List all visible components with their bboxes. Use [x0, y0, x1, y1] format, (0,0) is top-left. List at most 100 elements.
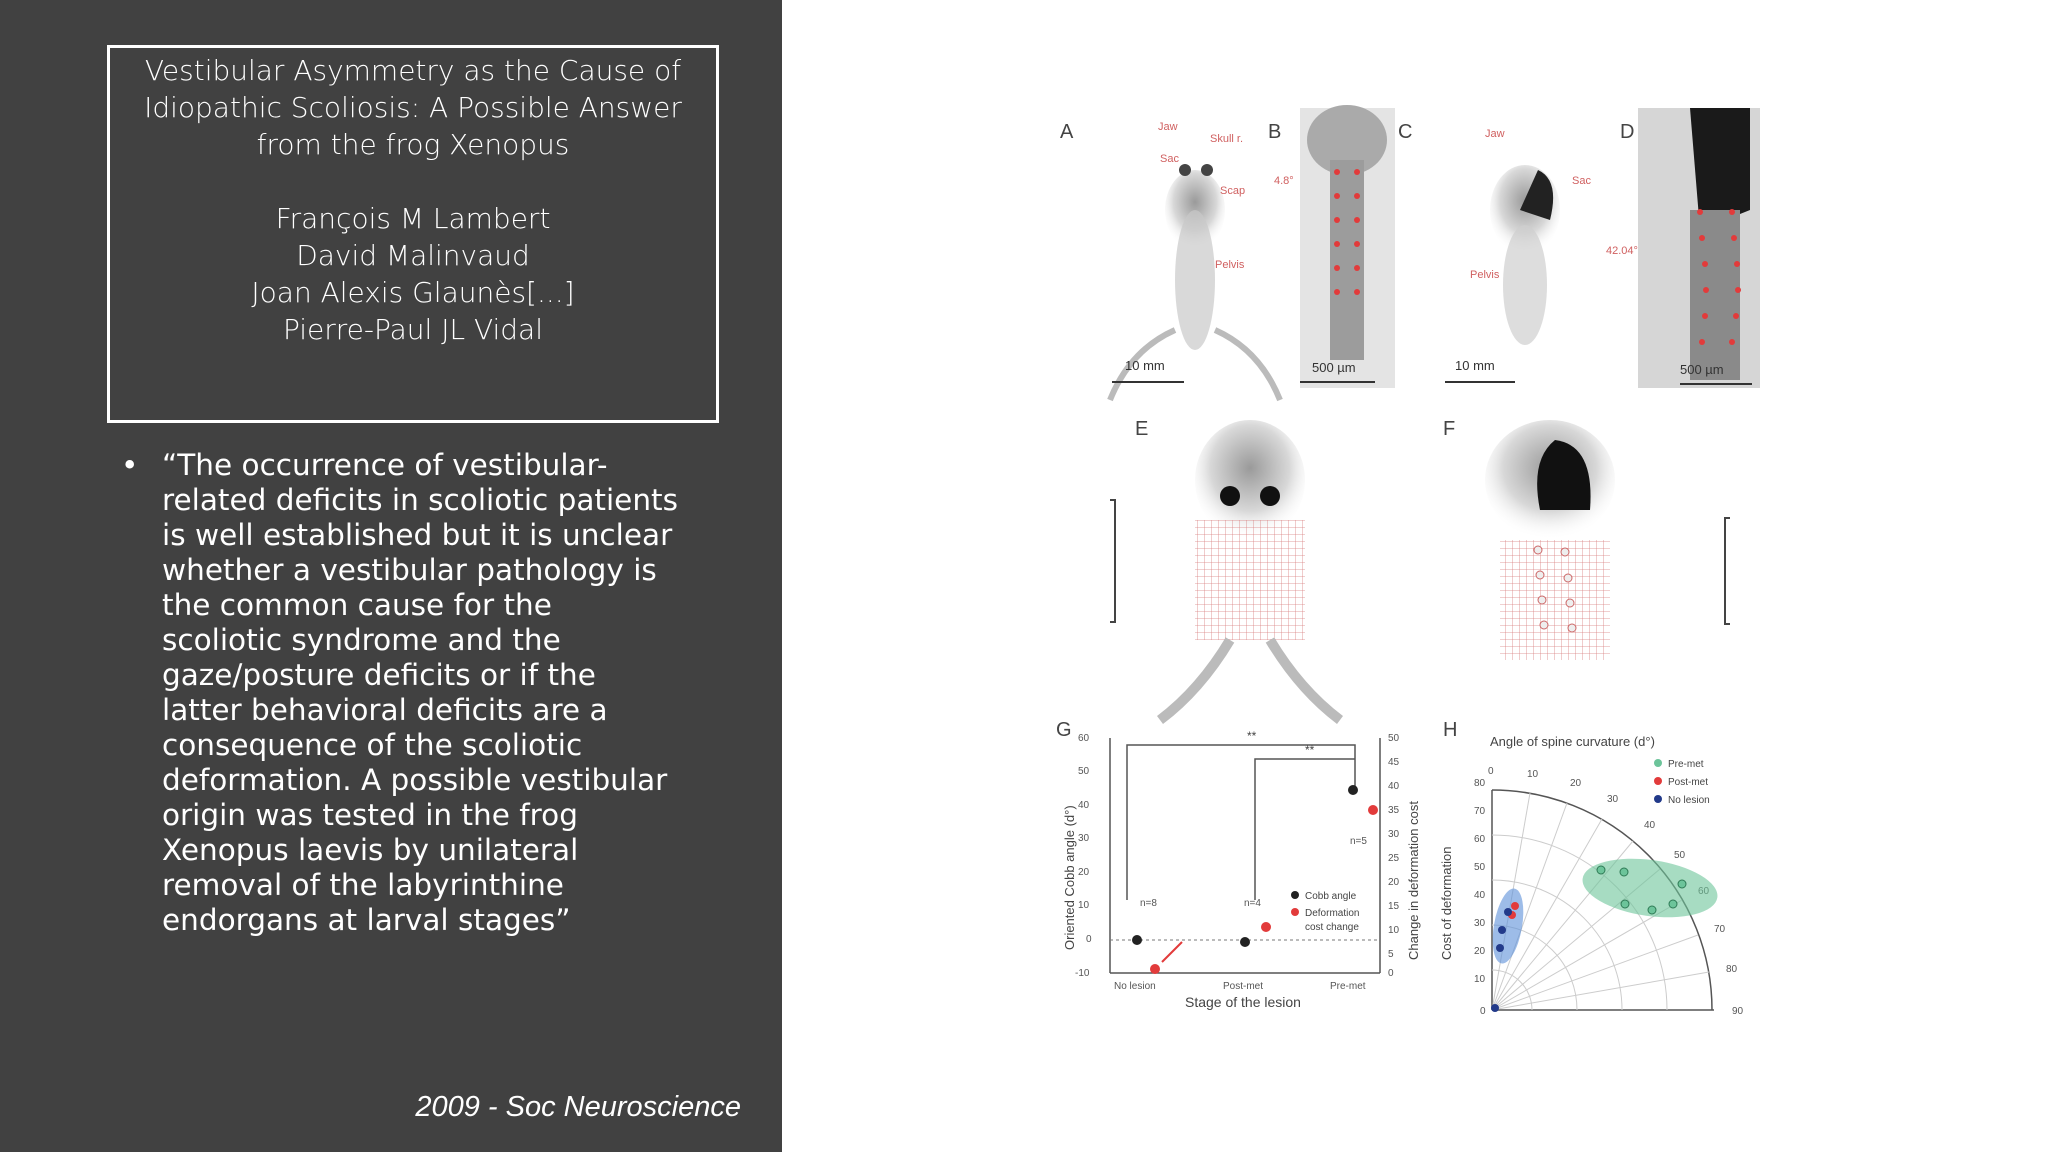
label-scap: Scap [1220, 185, 1245, 197]
h-angle: 20 [1570, 778, 1582, 789]
h-legend: No lesion [1668, 795, 1710, 806]
h-legend: Pre-met [1668, 759, 1704, 770]
g-ytick: 40 [1078, 800, 1090, 811]
h-ylabel: Cost of deformation [1439, 847, 1454, 960]
g-ytick: -10 [1075, 968, 1090, 979]
citation: 2009 - Soc Neuroscience [415, 1091, 741, 1123]
panel-e-grid-image [1110, 420, 1344, 724]
panel-a-frog-image: Jaw Skull r. Sac Scap Pelvis 10 mm [1107, 121, 1283, 402]
panel-c-frog-image: Jaw Sac Pelvis 10 mm [1445, 128, 1591, 383]
h-rtick: 20 [1474, 946, 1486, 957]
g-legend: cost change [1305, 922, 1359, 933]
g-rtick: 15 [1388, 901, 1400, 912]
author-line: Pierre-Paul JL Vidal [282, 313, 543, 346]
label-pelvis: Pelvis [1215, 259, 1245, 271]
g-rtick: 10 [1388, 925, 1400, 936]
title-line: Vestibular Asymmetry as the Cause of [144, 54, 682, 87]
panel-b-spine-image: 4.8° 500 µm [1274, 105, 1395, 388]
panel-label-c: C [1398, 121, 1412, 143]
h-angle: 90 [1732, 1006, 1744, 1017]
author-line: David Malinvaud [296, 239, 530, 272]
g-ytick: 10 [1078, 900, 1090, 911]
angle-b: 4.8° [1274, 175, 1294, 187]
title-line: from the frog Xenopus [256, 128, 570, 161]
spacer [110, 163, 716, 200]
g-rtick: 40 [1388, 781, 1400, 792]
title-line: Idiopathic Scoliosis: A Possible Answer [144, 91, 682, 124]
g-ylabel-left: Oriented Cobb angle (d°) [1062, 805, 1077, 950]
h-angle: 0 [1488, 766, 1494, 777]
g-rtick: 25 [1388, 853, 1400, 864]
scale-bar-a: 10 mm [1125, 358, 1165, 373]
label-jaw: Jaw [1158, 121, 1178, 133]
g-ylabel-right: Change in deformation cost [1406, 801, 1421, 960]
g-xtick: Post-met [1223, 981, 1263, 992]
label-jaw-c: Jaw [1485, 128, 1505, 140]
n-label: n=8 [1140, 898, 1157, 909]
scale-bar-b: 500 µm [1312, 360, 1356, 375]
g-rtick: 5 [1388, 949, 1394, 960]
panel-label-b: B [1268, 121, 1281, 143]
h-rtick: 60 [1474, 834, 1486, 845]
h-rtick: 50 [1474, 862, 1486, 873]
sig-mark: ** [1247, 729, 1257, 743]
g-ytick: 20 [1078, 867, 1090, 878]
panel-d-spine-image: 42.04° 500 µm [1606, 108, 1760, 388]
scale-bar-d: 500 µm [1680, 362, 1724, 377]
title-box: Vestibular Asymmetry as the Cause of Idi… [107, 45, 719, 423]
h-angle: 50 [1674, 850, 1686, 861]
panel-h-chart: Angle of spine curvature (d°) 0 10 20 30 [1439, 734, 1744, 1017]
quote-block: • “The occurrence of vestibular-related … [121, 448, 681, 938]
panel-label-f: F [1443, 418, 1455, 440]
g-rtick: 35 [1388, 805, 1400, 816]
g-legend: Cobb angle [1305, 891, 1357, 902]
g-legend: Deformation [1305, 908, 1359, 919]
g-rtick: 0 [1388, 968, 1394, 979]
g-ytick: 60 [1078, 733, 1090, 744]
n-label: n=4 [1244, 898, 1261, 909]
g-xlabel: Stage of the lesion [1185, 994, 1301, 1010]
label-sac: Sac [1160, 153, 1179, 165]
panel-f-grid-image [1485, 420, 1730, 660]
h-angle: 10 [1527, 769, 1539, 780]
h-rtick: 70 [1474, 806, 1486, 817]
h-title: Angle of spine curvature (d°) [1490, 734, 1655, 749]
panel-label-d: D [1620, 121, 1634, 143]
h-rtick: 30 [1474, 918, 1486, 929]
g-ytick: 30 [1078, 833, 1090, 844]
author-line: Joan Alexis Glaunès[...] [251, 276, 575, 309]
h-angle: 40 [1644, 820, 1656, 831]
n-label: n=5 [1350, 836, 1367, 847]
g-rtick: 30 [1388, 829, 1400, 840]
h-rtick: 40 [1474, 890, 1486, 901]
panel-label-e: E [1135, 418, 1148, 440]
g-rtick: 50 [1388, 733, 1400, 744]
g-ytick: 50 [1078, 766, 1090, 777]
label-pelvis-c: Pelvis [1470, 269, 1500, 281]
panel-g-chart: 60 50 40 30 20 10 0 -10 50 45 40 35 30 2… [1062, 729, 1421, 1010]
h-legend: Post-met [1668, 777, 1708, 788]
h-angle: 70 [1714, 924, 1726, 935]
label-skull: Skull r. [1210, 133, 1243, 145]
panel-label-a: A [1060, 121, 1074, 143]
g-xtick: Pre-met [1330, 981, 1366, 992]
h-rtick: 0 [1480, 1006, 1486, 1017]
sig-mark: ** [1305, 743, 1315, 757]
bullet-icon: • [121, 448, 139, 482]
g-xtick: No lesion [1114, 981, 1156, 992]
author-line: François M Lambert [275, 202, 551, 235]
g-ytick: 0 [1086, 934, 1092, 945]
h-rtick: 80 [1474, 778, 1486, 789]
quote-text: “The occurrence of vestibular-related de… [162, 448, 678, 937]
scientific-figure: A B C D E F G H Jaw Skull r. Sac Scap Pe… [1050, 100, 1770, 1030]
g-rtick: 45 [1388, 757, 1400, 768]
panel-label-g: G [1056, 719, 1072, 741]
g-rtick: 20 [1388, 877, 1400, 888]
scale-bar-c: 10 mm [1455, 358, 1495, 373]
h-angle: 30 [1607, 794, 1619, 805]
h-angle: 80 [1726, 964, 1738, 975]
panel-label-h: H [1443, 719, 1457, 741]
left-panel: Vestibular Asymmetry as the Cause of Idi… [0, 0, 782, 1152]
h-rtick: 10 [1474, 974, 1486, 985]
angle-d: 42.04° [1606, 245, 1638, 257]
